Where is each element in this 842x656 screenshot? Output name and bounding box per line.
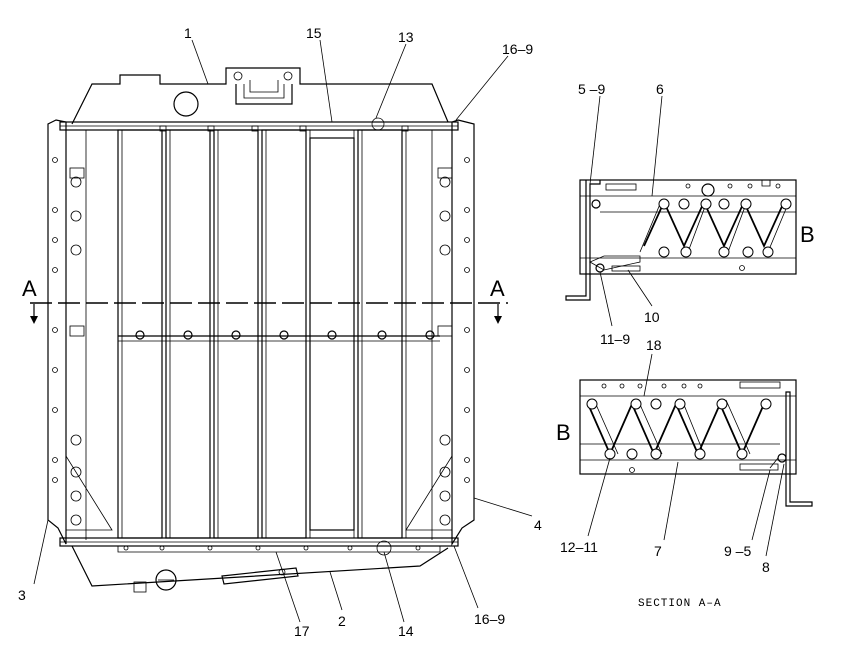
callout-labels: 1 15 13 16–9 3 4 17 2 14 16–9 A A 5 –9 6…: [18, 25, 815, 639]
callout-11-9: 11–9: [600, 331, 630, 347]
callout-6: 6: [656, 81, 664, 97]
leaders-lower: [587, 353, 785, 557]
leaders-upper: [589, 95, 663, 327]
callout-18: 18: [646, 337, 662, 353]
callout-13: 13: [398, 29, 414, 45]
fill-neck-circle: [173, 91, 199, 117]
radiator-front-view: [30, 67, 508, 593]
lower-pins: [586, 398, 772, 460]
view-label-b-lower: B: [556, 420, 571, 445]
callout-8: 8: [762, 559, 770, 575]
callout-1: 1: [184, 25, 192, 41]
callout-15: 15: [306, 25, 322, 41]
left-plate-holes: [52, 157, 82, 526]
crossbar-bolts: [135, 330, 435, 340]
callout-10: 10: [644, 309, 660, 325]
callout-16-9-bottom: 16–9: [474, 611, 505, 627]
view-label-b-upper: B: [800, 222, 815, 247]
section-caption: SECTION A–A: [638, 598, 722, 610]
callout-12-11: 12–11: [560, 539, 598, 555]
callout-7: 7: [654, 543, 662, 559]
section-detail-upper: [565, 179, 797, 301]
callout-4: 4: [534, 517, 542, 533]
callout-3: 3: [18, 587, 26, 603]
callout-16-9-top: 16–9: [502, 41, 533, 57]
right-plate-holes: [439, 157, 470, 526]
drain-circle: [155, 569, 177, 591]
shutter-blades: [117, 129, 407, 539]
upper-pins: [658, 198, 792, 258]
callout-2: 2: [338, 613, 346, 629]
callout-17: 17: [294, 623, 310, 639]
callout-14: 14: [398, 623, 414, 639]
leaders-main: [33, 39, 533, 623]
section-label-a-right: A: [490, 276, 505, 301]
section-label-a-left: A: [22, 276, 37, 301]
callout-5-9: 5 –9: [578, 81, 605, 97]
section-detail-lower: [579, 379, 813, 507]
callout-9-5: 9 –5: [724, 543, 751, 559]
